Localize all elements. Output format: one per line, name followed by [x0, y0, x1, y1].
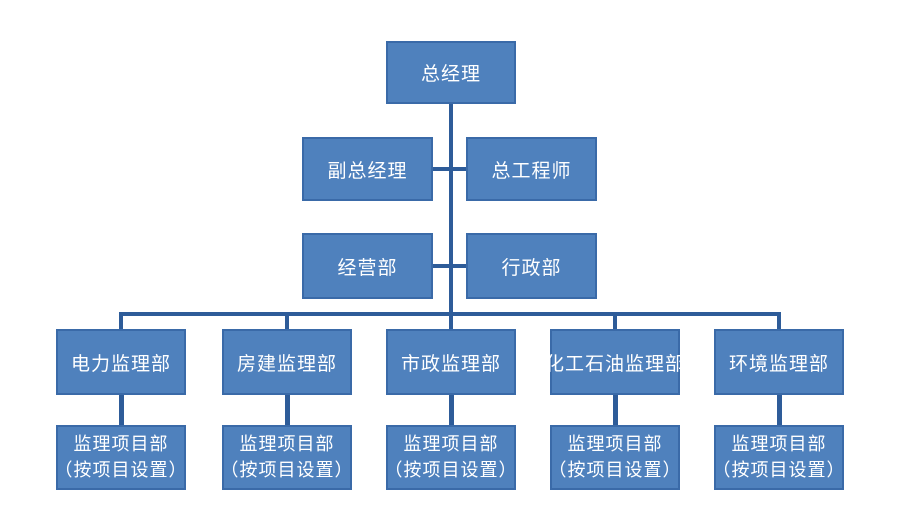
node-dept-housing-supervision: 房建监理部: [222, 329, 352, 395]
project-office-line2: （按项目设置）: [548, 459, 682, 481]
project-office-line1: 监理项目部: [239, 433, 335, 455]
connector-drop-electric: [119, 314, 123, 329]
node-dept-chemical-petroleum-supervision: 化工石油监理部: [545, 329, 684, 395]
connector-stub-municipal-project: [449, 395, 454, 425]
connector-stub-chemical-project: [613, 395, 618, 425]
connector-drop-municipal: [449, 314, 453, 329]
connector-drop-environment: [777, 314, 781, 329]
project-office-line1: 监理项目部: [731, 433, 827, 455]
node-deputy-general-manager: 副总经理: [302, 137, 433, 201]
connector-level3-tick: [433, 264, 466, 268]
connector-level2-tick: [433, 167, 466, 171]
node-project-office-3: 监理项目部 （按项目设置）: [384, 425, 518, 490]
connector-drop-chemical: [613, 314, 617, 329]
project-office-line2: （按项目设置）: [384, 459, 518, 481]
project-office-line2: （按项目设置）: [54, 459, 188, 481]
node-project-office-5: 监理项目部 （按项目设置）: [712, 425, 846, 490]
project-office-line1: 监理项目部: [73, 433, 169, 455]
project-office-line2: （按项目设置）: [220, 459, 354, 481]
connector-stub-housing-project: [285, 395, 290, 425]
project-office-line2: （按项目设置）: [712, 459, 846, 481]
connector-stub-electric-project: [119, 395, 124, 425]
connector-drop-housing: [285, 314, 289, 329]
node-admin-dept: 行政部: [466, 233, 597, 299]
node-general-manager: 总经理: [386, 41, 516, 104]
node-dept-environment-supervision: 环境监理部: [714, 329, 844, 395]
connector-stub-environment-project: [777, 395, 782, 425]
node-project-office-4: 监理项目部 （按项目设置）: [548, 425, 682, 490]
project-office-line1: 监理项目部: [403, 433, 499, 455]
node-project-office-1: 监理项目部 （按项目设置）: [54, 425, 188, 490]
connector-main-vertical: [449, 104, 453, 316]
project-office-line1: 监理项目部: [567, 433, 663, 455]
node-business-dept: 经营部: [302, 233, 433, 299]
node-dept-municipal-supervision: 市政监理部: [386, 329, 516, 395]
node-chief-engineer: 总工程师: [466, 137, 597, 201]
node-dept-electric-supervision: 电力监理部: [56, 329, 186, 395]
node-project-office-2: 监理项目部 （按项目设置）: [220, 425, 354, 490]
